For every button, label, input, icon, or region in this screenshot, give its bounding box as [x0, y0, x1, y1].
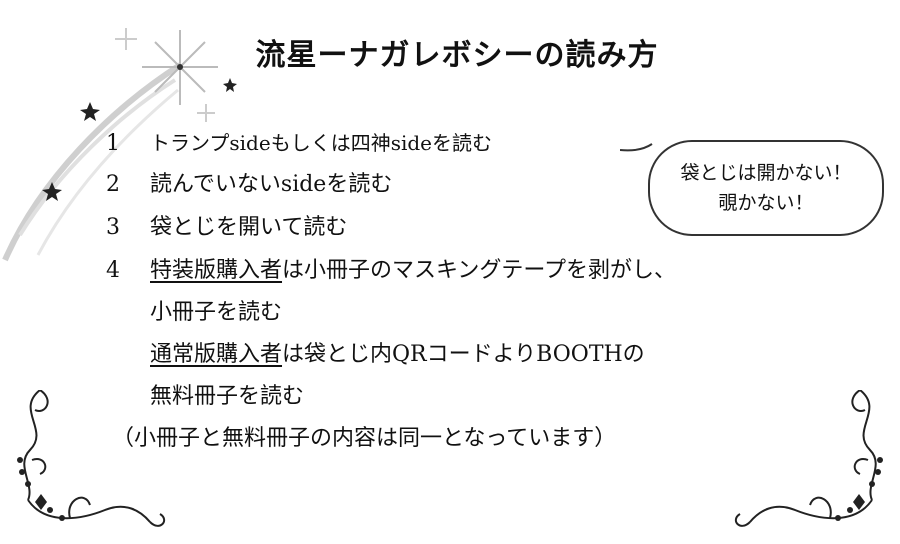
step-4-continued: 小冊子を読む	[150, 300, 283, 325]
step-4: 4 特装版購入者は小冊子のマスキングテープを剥がし、	[106, 256, 676, 286]
page-title: 流星ーナガレボシーの読み方	[255, 38, 659, 73]
step-text: 読んでいないsideを読む	[150, 172, 393, 197]
step-text: トランプsideもしくは四神sideを読む	[150, 131, 492, 155]
flourish-right-icon	[734, 390, 883, 527]
bubble-line-2: 覗かない！	[718, 192, 814, 214]
step-number: 2	[106, 172, 120, 197]
regular-edition-continued: 無料冊子を読む	[150, 384, 305, 409]
step-3: 3 袋とじを開いて読む	[106, 213, 347, 243]
note: （小冊子と無料冊子の内容は同一となっています）	[112, 426, 617, 451]
bubble-line-1: 袋とじは開かない！	[680, 162, 852, 184]
step-2: 2 読んでいないsideを読む	[106, 170, 392, 200]
step-1: 1 トランプsideもしくは四神sideを読む	[106, 128, 492, 159]
step-text: 袋とじを開いて読む	[150, 215, 348, 240]
regular-edition-text: は袋とじ内QRコードよりBOOTHの	[282, 342, 645, 367]
step-text: は小冊子のマスキングテープを剥がし、	[282, 258, 677, 283]
regular-edition-line: 通常版購入者は袋とじ内QRコードよりBOOTHの	[150, 340, 645, 370]
flourish-left-icon	[17, 390, 166, 527]
speech-bubble: 袋とじは開かない！ 覗かない！	[648, 140, 884, 236]
step-number: 1	[106, 131, 120, 156]
shooting-star-icon	[2, 28, 237, 262]
regular-edition-label: 通常版購入者	[150, 342, 283, 367]
step-number: 4	[106, 258, 120, 283]
special-edition-label: 特装版購入者	[150, 258, 283, 283]
step-number: 3	[106, 215, 120, 240]
bubble-tail-icon	[620, 143, 653, 152]
